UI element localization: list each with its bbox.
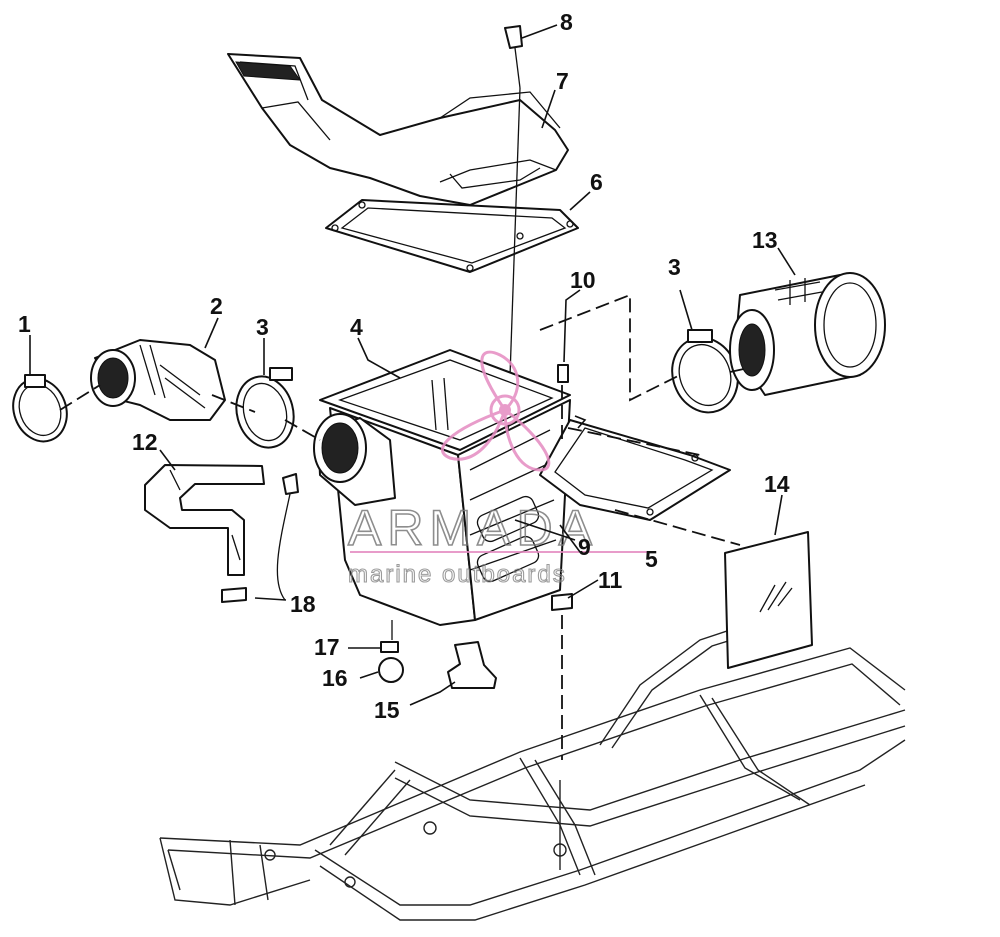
drain-hose-clips: [221, 473, 299, 603]
callout-7: 7: [556, 68, 569, 94]
vehicle-frame: [159, 619, 906, 921]
callout-leaders: [29, 24, 796, 706]
air-filter-element: [729, 272, 886, 396]
breather-hose: [144, 464, 265, 576]
drain-cap-parts: [378, 620, 497, 689]
assembly-lines: [59, 293, 749, 760]
top-gasket: [325, 199, 579, 273]
callout-labels: 1 2 3 3 4 5 6 7 8 9 10 11 12 13 14 15 16…: [18, 9, 790, 723]
callout-8: 8: [560, 9, 573, 35]
callout-9: 9: [578, 534, 591, 560]
housing-inlet-tube: [313, 413, 396, 506]
callout-10: 10: [570, 267, 596, 293]
callout-1: 1: [18, 311, 31, 337]
callout-17: 17: [314, 634, 340, 660]
callout-6: 6: [590, 169, 603, 195]
callout-18: 18: [290, 591, 316, 617]
callout-15: 15: [374, 697, 400, 723]
callout-12: 12: [132, 429, 158, 455]
hose-clamp-right: [671, 329, 739, 414]
intake-duct-cover: [227, 53, 569, 206]
watermark-subtitle: marine outboards: [348, 561, 567, 588]
callout-11: 11: [598, 567, 623, 593]
callout-4: 4: [350, 314, 363, 340]
watermark-title: ARMADA: [348, 500, 598, 556]
hose-clamp-left: [12, 374, 68, 443]
callout-2: 2: [210, 293, 223, 319]
access-panel: [724, 531, 813, 669]
fasteners: [551, 364, 573, 611]
callout-14: 14: [764, 471, 790, 497]
armada-watermark: ARMADA marine outboards: [347, 350, 648, 589]
callout-16: 16: [322, 665, 348, 691]
callout-3-middle: 3: [256, 314, 269, 340]
callout-3-right: 3: [668, 254, 681, 280]
callout-5: 5: [645, 546, 658, 572]
propeller-logo-icon: [440, 350, 551, 472]
elbow-connector: [90, 339, 226, 421]
side-cover: [539, 419, 731, 521]
callout-13: 13: [752, 227, 778, 253]
hose-clamp-middle: [235, 367, 295, 449]
